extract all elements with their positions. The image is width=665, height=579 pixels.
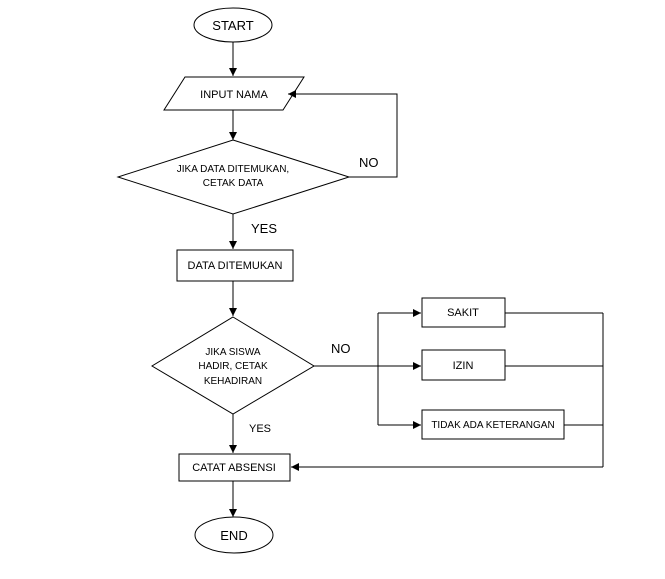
end-label: END xyxy=(220,528,247,543)
start-label: START xyxy=(212,18,253,33)
catat-absensi-box xyxy=(178,453,291,482)
no-label-2: NO xyxy=(331,341,351,356)
data-ditemukan-label: DATA DITEMUKAN xyxy=(188,260,283,272)
end-terminal xyxy=(194,516,274,554)
arrow-no-loop-to-input xyxy=(288,90,398,178)
data-ditemukan-box xyxy=(176,249,294,282)
decision-data-found-diamond xyxy=(116,139,351,215)
catat-absensi-label: CATAT ABSENSI xyxy=(192,462,276,474)
yes-label-1: YES xyxy=(251,221,277,236)
input-nama-parallelogram xyxy=(163,76,305,111)
decision2-text-line3: KEHADIRAN xyxy=(204,376,262,387)
decision2-text-line1: JIKA SISWA xyxy=(205,347,261,358)
decision2-text-line2: HADIR, CETAK xyxy=(198,361,268,372)
tidak-ada-keterangan-box xyxy=(421,409,565,440)
yes-label-2: YES xyxy=(249,423,271,435)
sakit-box xyxy=(421,297,506,328)
no-label-1: NO xyxy=(359,155,379,170)
sakit-label: SAKIT xyxy=(447,307,479,319)
tidak-ada-keterangan-label: TIDAK ADA KETERANGAN xyxy=(431,420,554,431)
decision1-text-line2: CETAK DATA xyxy=(203,178,264,189)
izin-label: IZIN xyxy=(453,360,474,372)
input-nama-label: INPUT NAMA xyxy=(200,89,268,101)
decision1-text-line1: JIKA DATA DITEMUKAN, xyxy=(177,164,289,175)
izin-box xyxy=(421,349,506,381)
